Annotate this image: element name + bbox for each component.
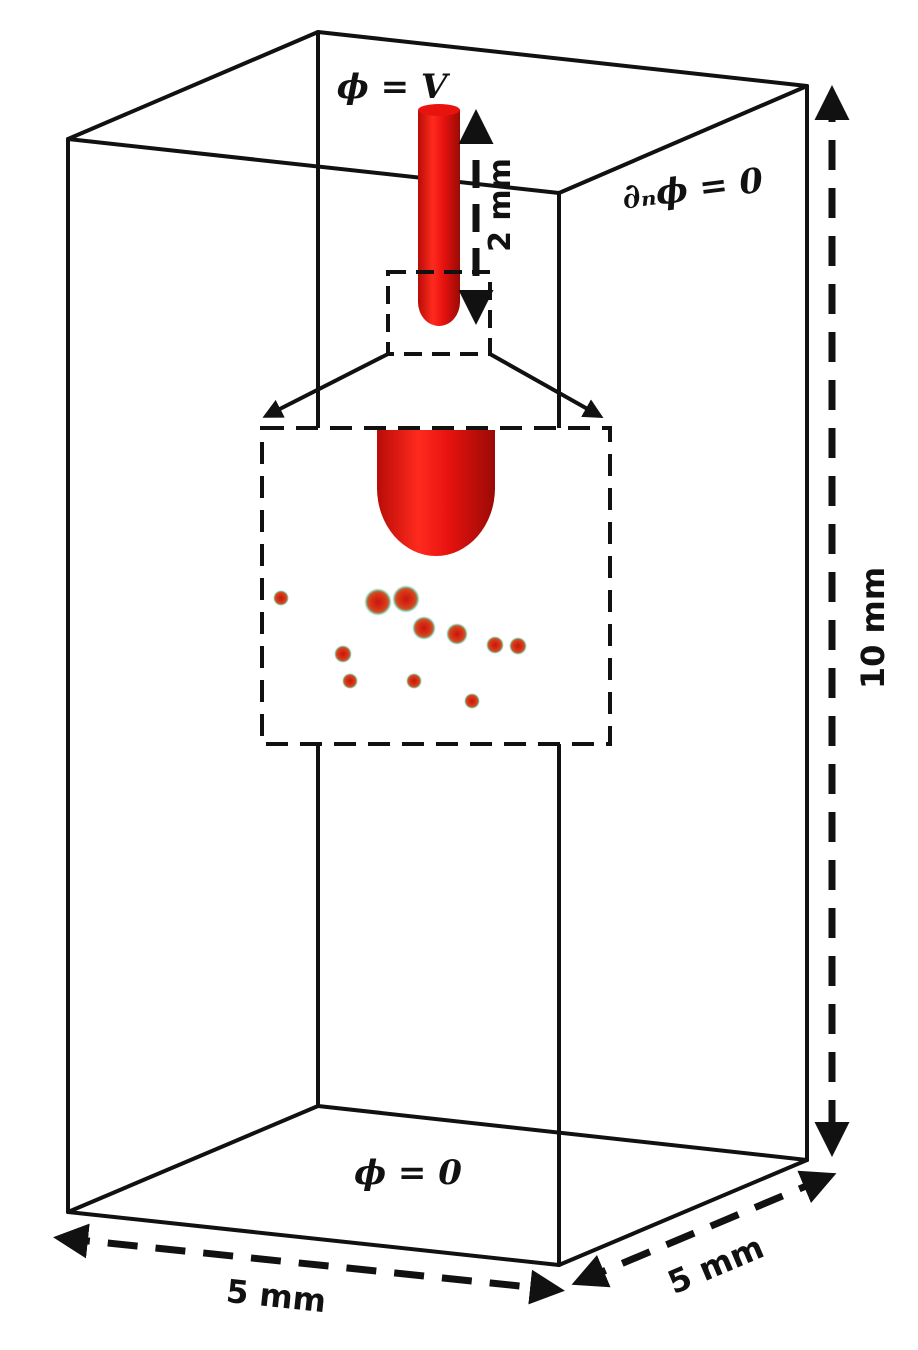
bubble xyxy=(486,636,504,654)
height-label: 10 mm xyxy=(854,567,892,689)
bottom-bc: ϕ = 0 xyxy=(354,1153,462,1193)
zoom-arrows xyxy=(262,352,604,418)
bubble xyxy=(392,585,420,613)
box-back-edges xyxy=(66,30,809,1214)
bubble xyxy=(406,673,422,689)
bubble xyxy=(509,637,527,655)
electrode-rod xyxy=(418,104,460,326)
bubble xyxy=(273,590,289,606)
side-wall-bc: ∂ₙϕ = 0 xyxy=(620,161,766,218)
electrode-length-label: 2 mm xyxy=(483,158,518,252)
width-dimension xyxy=(53,1223,565,1305)
bubble xyxy=(342,673,358,689)
width-label: 5 mm xyxy=(224,1272,328,1320)
bubble-cluster xyxy=(273,585,527,709)
bubble xyxy=(446,623,468,645)
zoom-inset xyxy=(260,426,612,746)
bubble xyxy=(334,645,352,663)
bubble xyxy=(412,616,436,640)
top-electrode-bc: ϕ = V xyxy=(337,67,451,107)
electrode-tip-zoomed xyxy=(377,430,495,556)
bubble xyxy=(464,693,480,709)
bubble xyxy=(364,588,392,616)
